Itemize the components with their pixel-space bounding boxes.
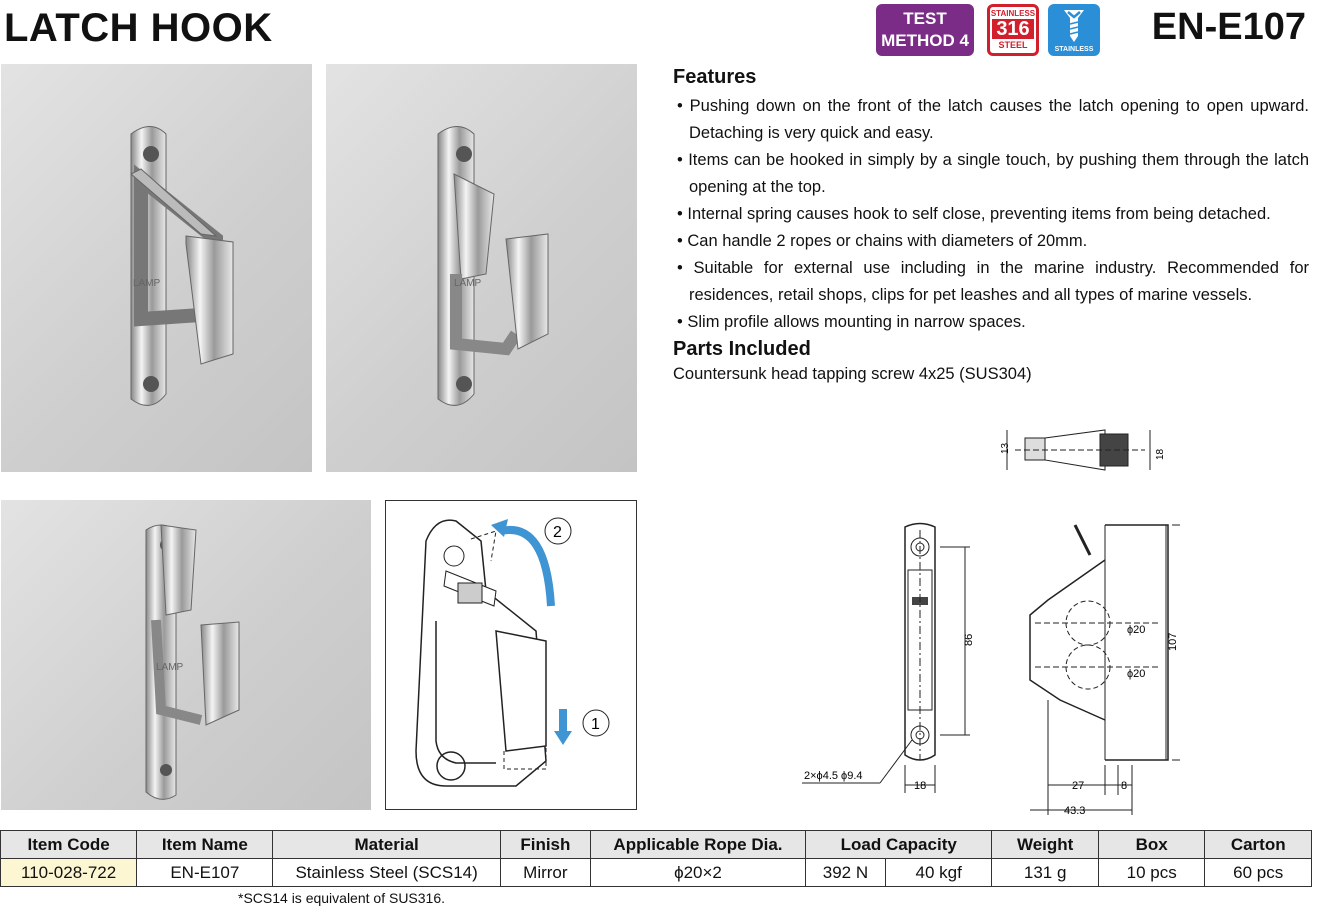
badge-test-line1: TEST bbox=[903, 9, 947, 28]
badge-316-mid: 316 bbox=[992, 19, 1034, 39]
col-header-item-code: Item Code bbox=[0, 830, 138, 859]
dim-phi20-b: ϕ20 bbox=[1127, 668, 1145, 680]
dim-18: 18 bbox=[914, 780, 926, 792]
test-method-badge: TEST METHOD 4 bbox=[876, 4, 974, 56]
parts-heading: Parts Included bbox=[673, 338, 811, 360]
col-header-box: Box bbox=[1097, 830, 1206, 859]
lamp-stamp-2: LAMP bbox=[454, 278, 482, 289]
dim-86: 86 bbox=[963, 634, 975, 646]
operation-diagram: 2 1 bbox=[385, 500, 637, 810]
badge-stainless-label: STAINLESS bbox=[1054, 46, 1094, 53]
screw-dim-18: 18 bbox=[1155, 448, 1165, 460]
cell-rope-dia: ϕ20×2 bbox=[589, 858, 807, 887]
dim-27: 27 bbox=[1072, 780, 1084, 792]
footnote: *SCS14 is equivalent of SUS316. bbox=[238, 890, 446, 906]
cell-finish: Mirror bbox=[499, 858, 591, 887]
product-code: EN-E107 bbox=[1151, 6, 1306, 48]
col-header-load-capacity: Load Capacity bbox=[805, 830, 993, 859]
col-header-material: Material bbox=[272, 830, 501, 859]
feature-item: Internal spring causes hook to self clos… bbox=[673, 201, 1309, 228]
table-header-row: Item Code Item Name Material Finish Appl… bbox=[0, 830, 1312, 859]
feature-item: Slim profile allows mounting in narrow s… bbox=[673, 309, 1309, 336]
screw-dim-13: 13 bbox=[1000, 442, 1011, 454]
stainless-316-badge: STAINLESS 316 STEEL bbox=[987, 4, 1039, 56]
front-view-drawing: 86 18 2×ϕ4.5 ϕ9.4 bbox=[780, 515, 980, 825]
table-row: 110-028-722 EN-E107 Stainless Steel (SCS… bbox=[0, 858, 1312, 887]
cell-load-n: 392 N bbox=[805, 858, 886, 887]
lamp-stamp-3: LAMP bbox=[156, 662, 184, 673]
features-list: Pushing down on the front of the latch c… bbox=[673, 93, 1309, 336]
features-heading: Features bbox=[673, 66, 757, 88]
stainless-screw-badge: STAINLESS bbox=[1048, 4, 1100, 56]
badge-test-line2: METHOD 4 bbox=[881, 31, 969, 50]
cell-material: Stainless Steel (SCS14) bbox=[272, 858, 501, 887]
dim-holes: 2×ϕ4.5 ϕ9.4 bbox=[804, 770, 863, 782]
step-2-label: 2 bbox=[553, 524, 562, 541]
parts-text: Countersunk head tapping screw 4x25 (SUS… bbox=[673, 365, 1032, 383]
dim-phi20-a: ϕ20 bbox=[1127, 624, 1145, 636]
cell-load-kgf: 40 kgf bbox=[884, 858, 993, 887]
cell-item-name: EN-E107 bbox=[136, 858, 274, 887]
badge-316-bot: STEEL bbox=[998, 40, 1028, 50]
cell-carton: 60 pcs bbox=[1204, 858, 1312, 887]
screw-icon bbox=[1064, 10, 1084, 42]
feature-item: Can handle 2 ropes or chains with diamet… bbox=[673, 228, 1309, 255]
product-photo-angle: LAMP bbox=[1, 500, 371, 810]
cell-item-code: 110-028-722 bbox=[0, 858, 138, 887]
cell-box: 10 pcs bbox=[1097, 858, 1206, 887]
step-1-label: 1 bbox=[591, 716, 600, 733]
dim-107: 107 bbox=[1167, 633, 1179, 651]
col-header-finish: Finish bbox=[499, 830, 591, 859]
col-header-item-name: Item Name bbox=[136, 830, 274, 859]
product-photo-closed: LAMP bbox=[1, 64, 312, 472]
screw-drawing: 13 18 bbox=[995, 420, 1166, 485]
col-header-carton: Carton bbox=[1204, 830, 1312, 859]
page-title: LATCH HOOK bbox=[4, 6, 273, 50]
col-header-rope-dia: Applicable Rope Dia. bbox=[589, 830, 807, 859]
product-photo-open: LAMP bbox=[326, 64, 637, 472]
cell-weight: 131 g bbox=[991, 858, 1099, 887]
dim-8: 8 bbox=[1121, 780, 1127, 792]
feature-item: Items can be hooked in simply by a singl… bbox=[673, 147, 1309, 201]
spec-table: Item Code Item Name Material Finish Appl… bbox=[0, 830, 1312, 887]
badge-316-top: STAINLESS bbox=[990, 9, 1036, 18]
dim-43-3: 43.3 bbox=[1064, 805, 1085, 817]
col-header-weight: Weight bbox=[991, 830, 1099, 859]
features-section: Features Pushing down on the front of th… bbox=[673, 66, 1309, 384]
feature-item: Suitable for external use including in t… bbox=[673, 255, 1309, 309]
lamp-stamp-1: LAMP bbox=[133, 278, 161, 289]
feature-item: Pushing down on the front of the latch c… bbox=[673, 93, 1309, 147]
side-view-drawing: ϕ20 ϕ20 107 27 8 43.3 bbox=[1020, 515, 1190, 825]
